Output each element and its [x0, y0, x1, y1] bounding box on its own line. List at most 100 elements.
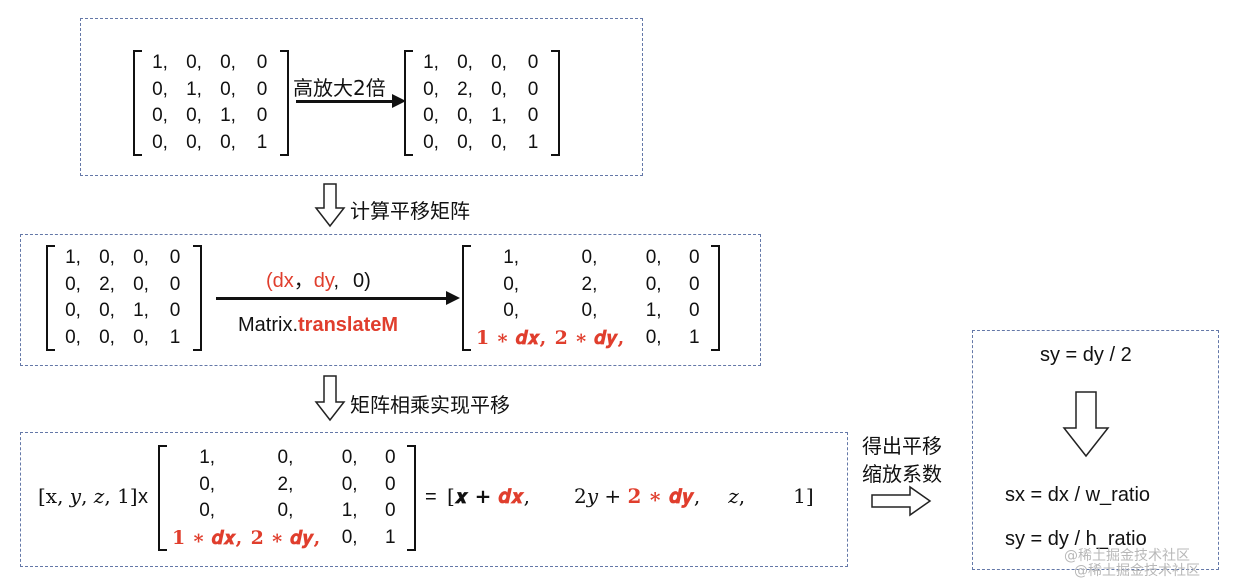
equals-sign: = — [425, 486, 437, 508]
result-y-term: 2𝑦 + — [574, 484, 628, 508]
matrix-cell: 0, — [277, 447, 294, 469]
method-prefix: Matrix. — [238, 314, 298, 336]
matrix-cell: 0, — [581, 247, 598, 269]
matrix-cell: 0, — [423, 131, 439, 153]
matrix-cell: 2, — [581, 273, 598, 295]
matrix-cell: 0, — [341, 473, 358, 495]
formula-sy-half: sy = dy / 2 — [1040, 344, 1132, 366]
matrix-cell: 0, — [99, 326, 115, 348]
translate-arrow-head — [446, 291, 460, 305]
matrix-cell: 1, — [152, 52, 168, 74]
result-vector: [𝒙 + 𝒅𝒙,2𝑦 + 2 ∗ 𝒅𝒚,𝑧,1] — [447, 484, 814, 508]
matrix-cell: 0, — [277, 500, 294, 522]
matrix-cell: 1, — [645, 300, 662, 322]
matrix-cell: 0, — [220, 78, 236, 100]
matrix-cell: 0, — [133, 326, 149, 348]
matrix-cell: 0 — [169, 247, 181, 269]
matrix-cell: 0, — [65, 273, 81, 295]
matrix-cell-dx: 1 ∗ 𝒅𝒙, — [172, 526, 243, 549]
matrix-cell: 0, — [341, 526, 358, 548]
scaled-matrix-copy: 1, 0, 0, 0 0, 2, 0, 0 0, 0, 1, 0 0, 0, 0… — [46, 245, 202, 351]
scaled-matrix: 1, 0, 0, 0 0, 2, 0, 0 0, 0, 1, 0 0, 0, 0… — [404, 50, 560, 156]
translate-params: (dx，dy,0) — [266, 264, 371, 293]
matrix-cell: 1 — [169, 326, 181, 348]
result-open: [ — [447, 484, 455, 508]
matrix-cell: 0, — [220, 52, 236, 74]
matrix-cell: 0, — [199, 500, 216, 522]
matrix-cell: 0 — [256, 78, 268, 100]
step-compute-translation-label: 计算平移矩阵 — [350, 199, 470, 223]
vector-left: [x, 𝑦, 𝑧, 1] — [38, 484, 138, 508]
matrix-cell: 0, — [491, 78, 507, 100]
result-z-term: 𝑧, — [728, 484, 746, 508]
scale-arrow-label: 高放大2倍 — [293, 76, 386, 100]
matrix-cell: 0, — [65, 300, 81, 322]
matrix-cell: 1, — [199, 447, 216, 469]
down-arrow-icon — [314, 375, 346, 422]
down-arrow-icon — [1062, 391, 1110, 458]
matrix-cell: 0 — [385, 473, 396, 495]
result-dx-term: 𝒅𝒙 — [498, 484, 524, 508]
translation-matrix-copy: 1, 0, 0, 0 0, 2, 0, 0 0, 0, 1, 0 1 ∗ 𝒅𝒙,… — [158, 445, 416, 551]
matrix-cell: 0 — [169, 300, 181, 322]
translate-method: Matrix.translateM — [238, 314, 398, 337]
matrix-cell: 0, — [133, 247, 149, 269]
method-name: translateM — [298, 314, 399, 336]
matrix-cell: 0, — [99, 300, 115, 322]
matrix-cell: 0 — [385, 447, 396, 469]
top-box — [80, 18, 643, 176]
param-zero: 0) — [353, 270, 371, 292]
matrix-cell: 0, — [491, 52, 507, 74]
matrix-cell: 0 — [527, 52, 539, 74]
matrix-cell: 0, — [152, 78, 168, 100]
matrix-cell: 0, — [457, 131, 473, 153]
matrix-cell: 0, — [341, 447, 358, 469]
matrix-cell: 0, — [581, 300, 598, 322]
matrix-cell: 0, — [220, 131, 236, 153]
matrix-cell: 0 — [256, 52, 268, 74]
param-dy: dy — [313, 270, 334, 292]
formula-sx: sx = dx / w_ratio — [1005, 484, 1151, 506]
right-arrow-icon — [871, 485, 932, 517]
times-sign: x — [138, 486, 148, 508]
matrix-cell: 1, — [341, 500, 358, 522]
matrix-cell-dy: 2 ∗ 𝒅𝒚, — [554, 326, 625, 349]
matrix-cell: 0, — [65, 326, 81, 348]
matrix-cell: 0 — [256, 105, 268, 127]
matrix-cell: 1 — [256, 131, 268, 153]
result-comma-1: , — [523, 484, 530, 508]
step-multiply-label: 矩阵相乘实现平移 — [350, 393, 510, 417]
matrix-cell: 0, — [457, 52, 473, 74]
result-w-term: 1] — [793, 484, 814, 508]
matrix-cell: 0 — [689, 247, 700, 269]
matrix-cell: 2, — [277, 473, 294, 495]
matrix-cell: 1 — [385, 526, 396, 548]
param-dx: dx — [272, 270, 294, 292]
matrix-cell-dx: 1 ∗ 𝒅𝒙, — [476, 326, 547, 349]
param-sep2: , — [333, 270, 339, 292]
matrix-cell: 0, — [152, 105, 168, 127]
scale-arrow-head — [392, 94, 406, 108]
matrix-cell: 1, — [491, 105, 507, 127]
derive-label-line1: 得出平移 — [862, 434, 942, 458]
middle-box — [20, 234, 761, 366]
matrix-cell: 1, — [423, 52, 439, 74]
matrix-cell: 1, — [65, 247, 81, 269]
matrix-cell: 0 — [527, 105, 539, 127]
formula-box — [972, 330, 1219, 570]
matrix-cell: 0, — [457, 105, 473, 127]
matrix-cell: 0 — [169, 273, 181, 295]
matrix-cell: 0 — [385, 500, 396, 522]
result-dy-term: 2 ∗ 𝒅𝒚 — [627, 484, 694, 508]
scale-arrow-shaft — [296, 100, 394, 103]
matrix-cell: 0, — [152, 131, 168, 153]
matrix-cell: 0 — [689, 300, 700, 322]
matrix-cell: 0, — [645, 273, 662, 295]
matrix-cell: 0, — [503, 300, 520, 322]
derive-label-line2: 缩放系数 — [862, 462, 942, 486]
matrix-cell: 1 — [527, 131, 539, 153]
matrix-cell: 0 — [689, 273, 700, 295]
matrix-cell: 1 — [689, 326, 700, 348]
matrix-cell: 1, — [503, 247, 520, 269]
matrix-cell-dy: 2 ∗ 𝒅𝒚, — [250, 526, 321, 549]
